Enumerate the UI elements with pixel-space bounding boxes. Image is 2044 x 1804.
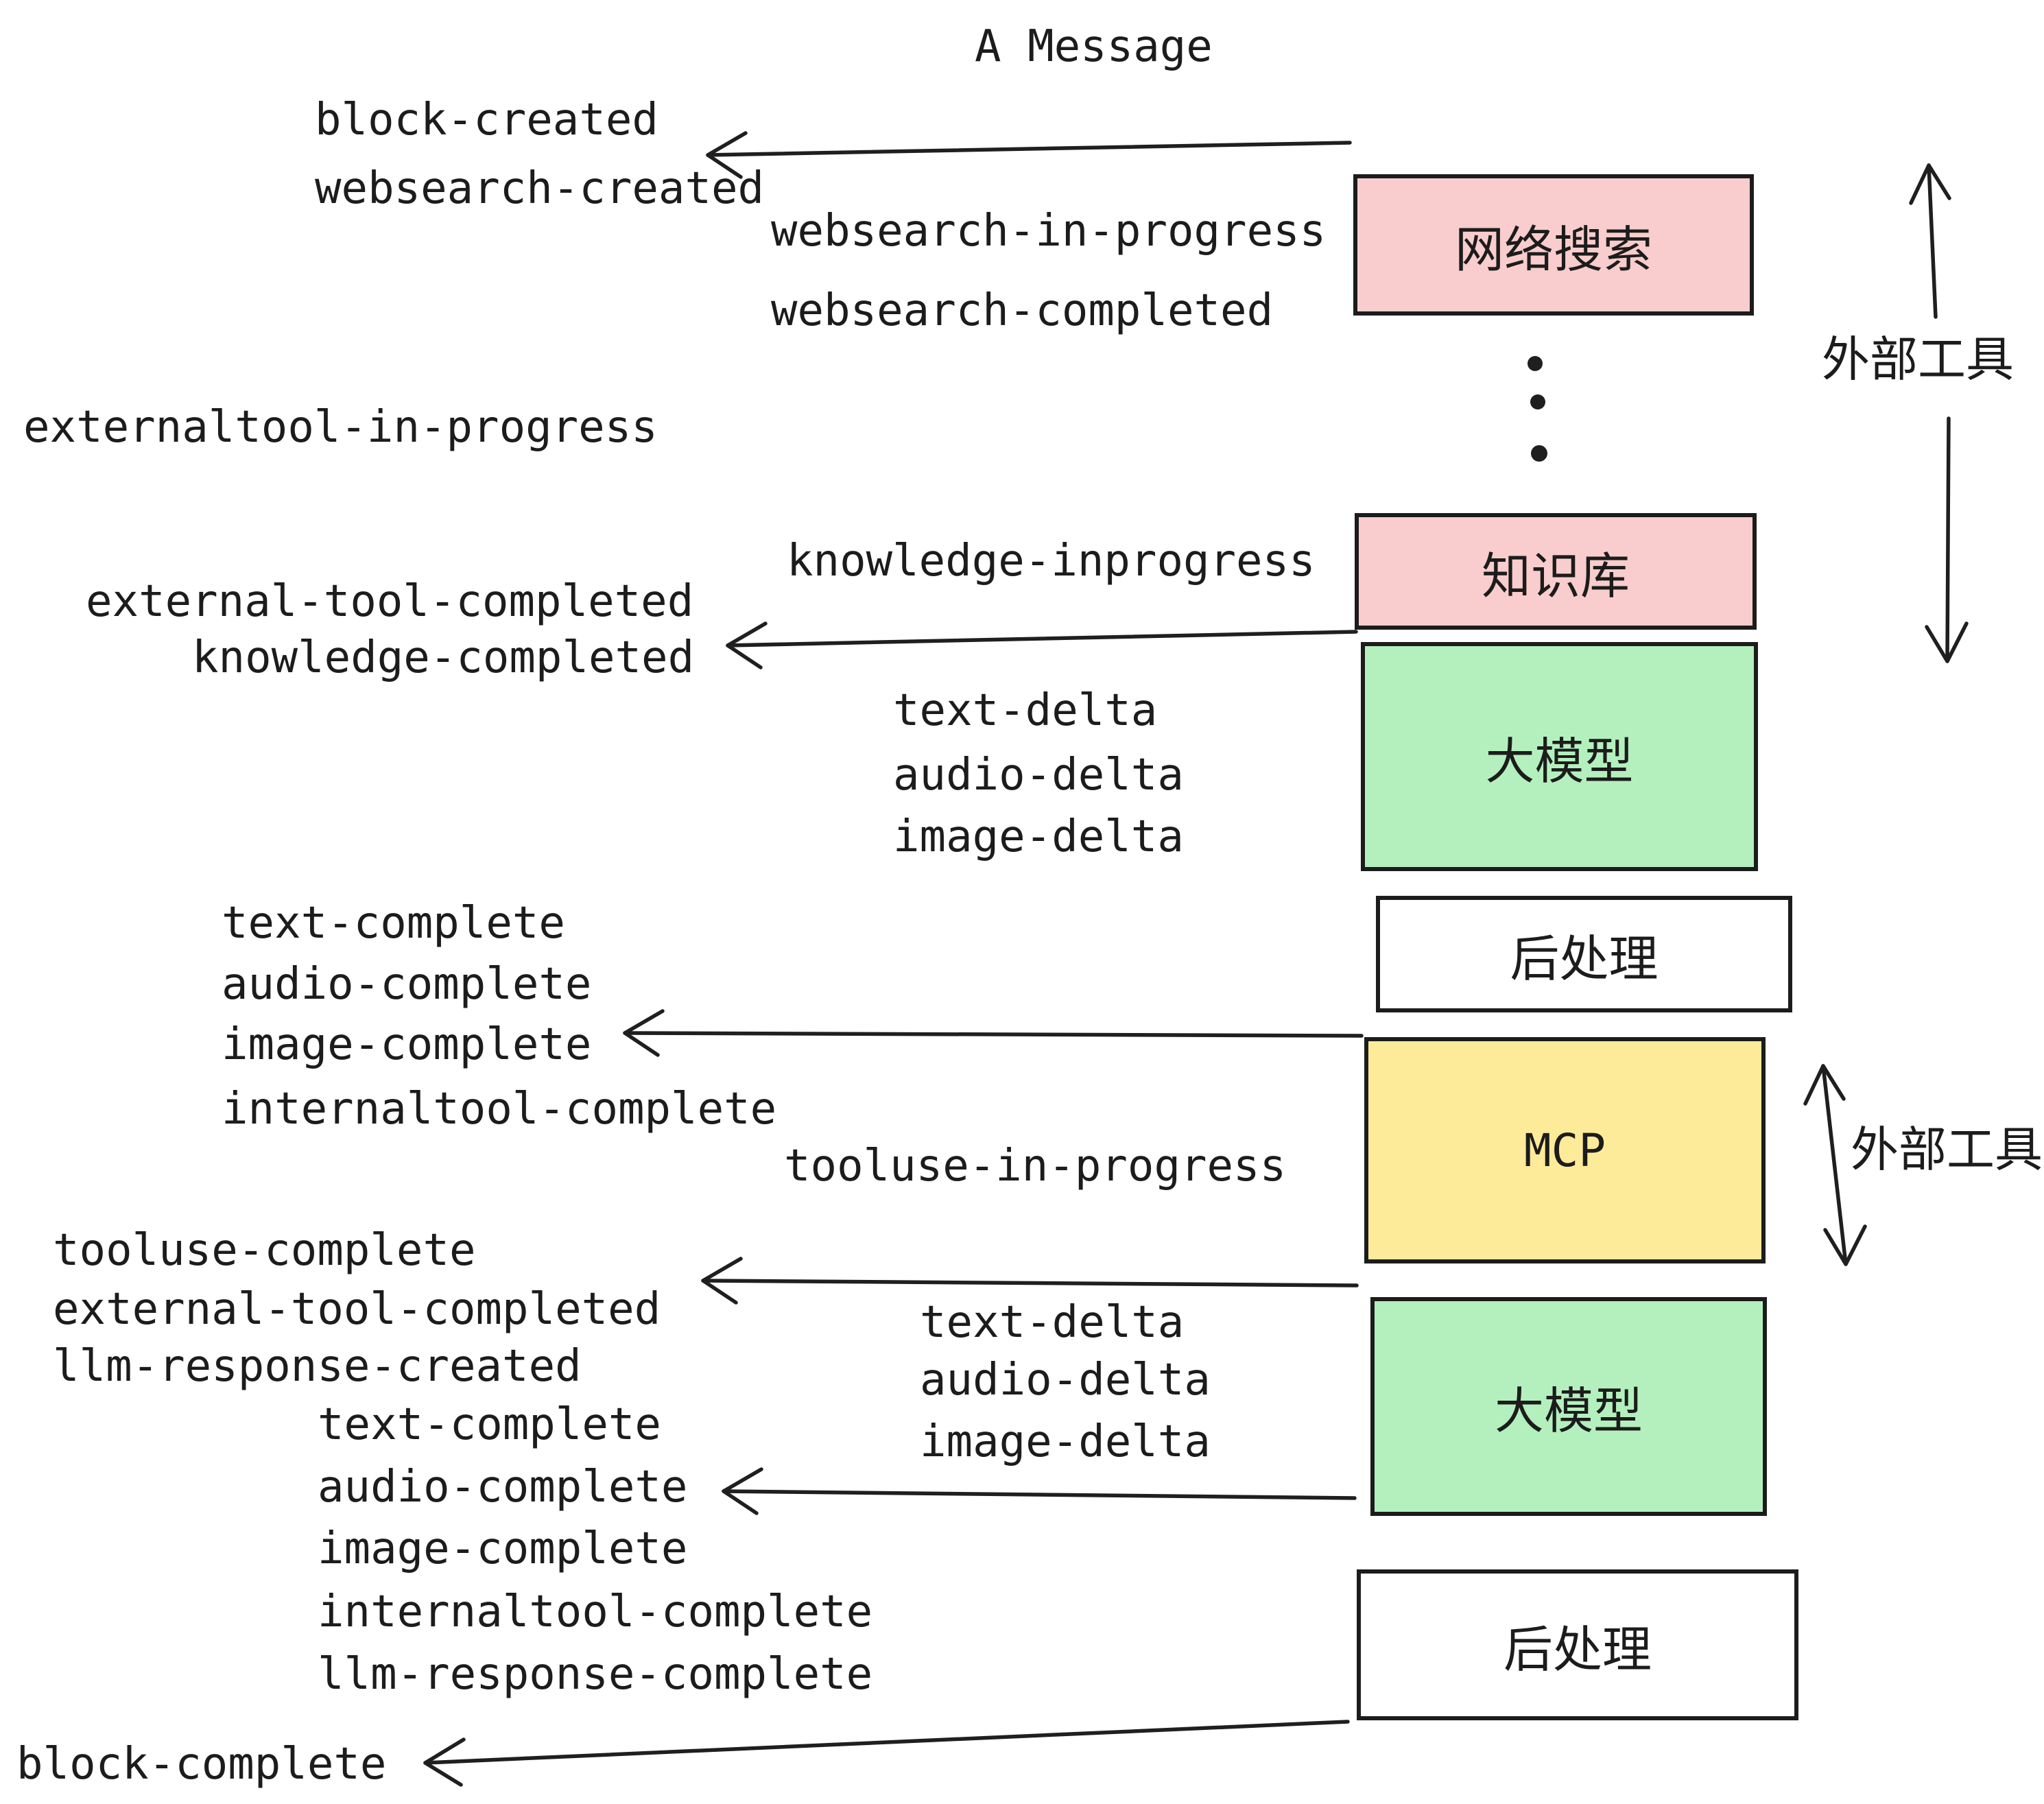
diagram-title: A Message xyxy=(975,21,1213,72)
event-block-complete: block-complete xyxy=(16,1739,387,1790)
event-image-complete-2: image-complete xyxy=(318,1523,688,1574)
event-text-delta-2: text-delta xyxy=(920,1297,1185,1348)
box-postprocess-2-label: 后处理 xyxy=(1503,1622,1652,1678)
event-audio-complete-2: audio-complete xyxy=(318,1462,688,1512)
arrow-to-tooluse-complete xyxy=(701,1257,1359,1305)
box-mcp: MCP xyxy=(1364,1037,1766,1263)
event-knowledge-inprogress: knowledge-inprogress xyxy=(787,536,1316,586)
event-image-complete-1: image-complete xyxy=(222,1019,592,1070)
external-tools-label-top: 外部工具 xyxy=(1822,333,2014,386)
event-websearch-in-progress: websearch-in-progress xyxy=(771,206,1327,257)
external-tools-double-arrow-bottom xyxy=(1803,1064,1867,1266)
arrow-to-image-complete xyxy=(623,1009,1364,1057)
event-llm-response-created: llm-response-created xyxy=(53,1341,582,1392)
box-websearch-label: 网络搜索 xyxy=(1454,222,1652,278)
box-knowledge-label: 知识库 xyxy=(1481,549,1630,604)
event-audio-delta-2: audio-delta xyxy=(920,1355,1211,1405)
event-websearch-created: websearch-created xyxy=(315,163,765,214)
box-websearch: 网络搜索 xyxy=(1353,174,1754,316)
box-postprocess-2: 后处理 xyxy=(1357,1569,1798,1720)
box-llm-1-label: 大模型 xyxy=(1485,734,1634,790)
box-knowledge: 知识库 xyxy=(1355,513,1757,630)
box-llm-2: 大模型 xyxy=(1370,1297,1767,1516)
event-text-complete-1: text-complete xyxy=(222,898,565,949)
arrow-to-block-complete xyxy=(423,1720,1350,1787)
box-llm-2-label: 大模型 xyxy=(1494,1384,1643,1439)
event-tooluse-complete: tooluse-complete xyxy=(53,1225,476,1276)
box-mcp-label: MCP xyxy=(1523,1124,1606,1177)
arrow-to-block-created xyxy=(706,131,1352,179)
event-audio-complete-1: audio-complete xyxy=(222,959,592,1010)
box-postprocess-1-label: 后处理 xyxy=(1510,931,1659,987)
box-postprocess-1: 后处理 xyxy=(1376,896,1792,1012)
event-knowledge-completed: knowledge-completed xyxy=(192,632,695,683)
event-externaltool-in-progress: externaltool-in-progress xyxy=(23,402,658,453)
arrow-to-knowledge-completed xyxy=(726,621,1358,669)
event-internaltool-complete-2: internaltool-complete xyxy=(318,1587,873,1637)
event-block-created: block-created xyxy=(315,95,658,145)
event-tooluse-in-progress: tooluse-in-progress xyxy=(784,1141,1287,1191)
external-tools-label-bottom: 外部工具 xyxy=(1851,1123,2043,1176)
event-internaltool-complete-1: internaltool-complete xyxy=(222,1084,777,1135)
external-tools-double-arrow-top xyxy=(1909,163,1969,663)
event-text-complete-2: text-complete xyxy=(318,1399,661,1450)
arrow-to-audio-complete xyxy=(722,1467,1357,1515)
event-external-tool-completed-1: external-tool-completed xyxy=(86,576,694,627)
event-external-tool-completed-2: external-tool-completed xyxy=(53,1284,661,1335)
event-audio-delta-1: audio-delta xyxy=(893,750,1184,800)
event-image-delta-1: image-delta xyxy=(893,811,1184,862)
box-llm-1: 大模型 xyxy=(1361,642,1758,871)
event-image-delta-2: image-delta xyxy=(920,1416,1211,1467)
event-websearch-completed: websearch-completed xyxy=(771,285,1274,336)
event-llm-response-complete: llm-response-complete xyxy=(318,1649,873,1700)
ellipsis-dots-icon xyxy=(1528,356,1547,462)
event-text-delta-1: text-delta xyxy=(893,685,1158,736)
